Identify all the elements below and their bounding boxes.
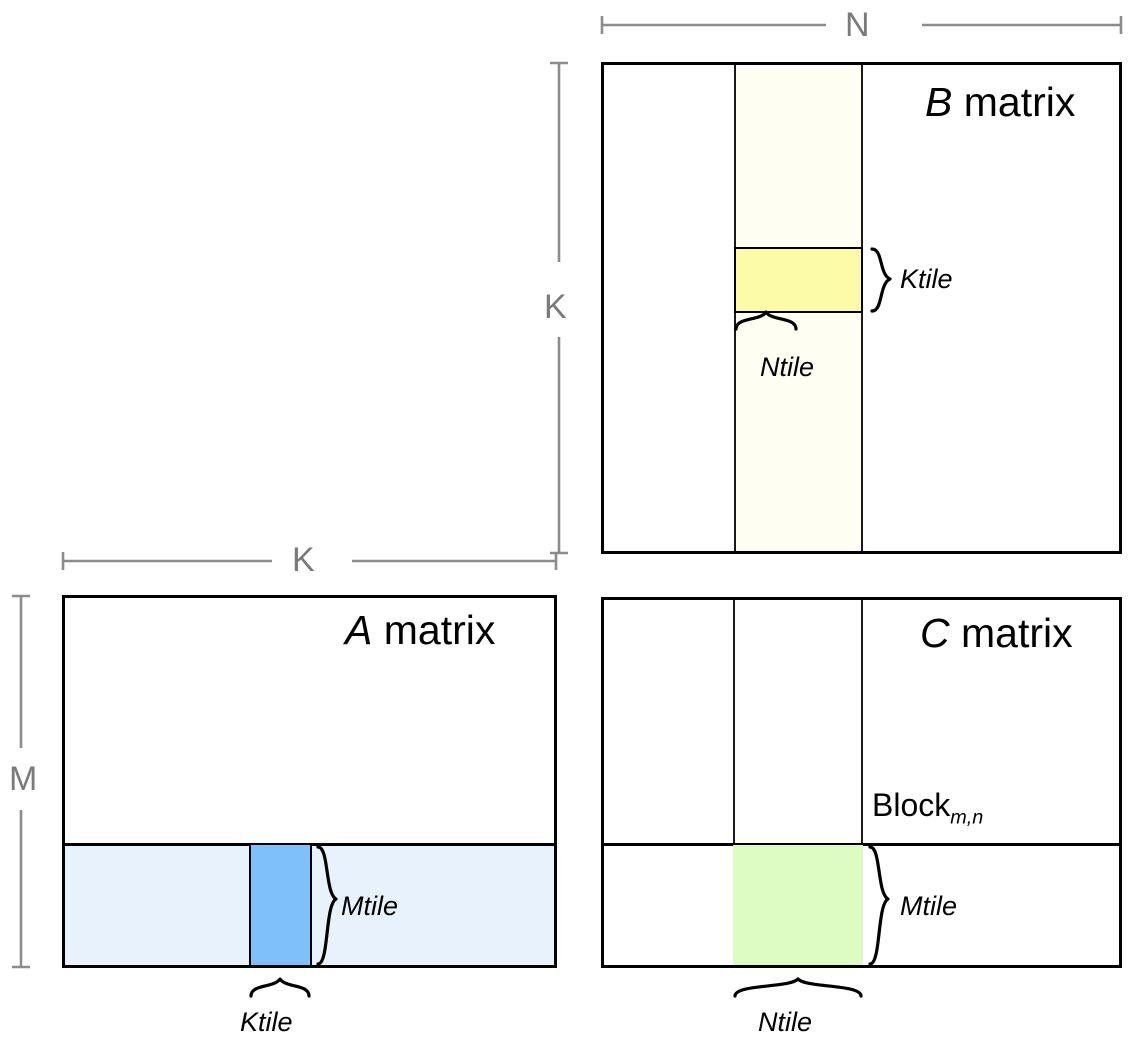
c-block-label-base: Block — [872, 787, 951, 823]
b-matrix-label: B matrix — [925, 82, 1075, 123]
a-row-top-line — [65, 843, 554, 846]
dimension-label-K-vertical: K — [544, 288, 567, 326]
a-matrix-label-letter: A — [345, 607, 373, 653]
b-ntile-label: Ntile — [760, 352, 815, 382]
c-block-label: Blockm,n — [872, 789, 983, 828]
b-ktile-ntile-tile — [734, 247, 863, 313]
b-matrix-label-letter: B — [925, 79, 953, 125]
brace-c-ntile — [733, 977, 863, 998]
brace-a-ktile — [249, 977, 311, 998]
c-block-label-subscript: m,n — [950, 806, 984, 829]
c-ntile-label: Ntile — [758, 1007, 813, 1037]
c-row-top-line — [604, 843, 1119, 846]
c-matrix-label: C matrix — [920, 613, 1073, 654]
a-matrix-label: A matrix — [345, 610, 495, 651]
c-matrix-label-suffix: matrix — [949, 610, 1073, 656]
a-matrix-label-suffix: matrix — [372, 607, 496, 653]
dimension-label-M: M — [9, 760, 38, 798]
c-mtile-label: Mtile — [900, 891, 958, 921]
dimension-label-N: N — [845, 6, 870, 44]
b-matrix-label-suffix: matrix — [952, 79, 1076, 125]
a-mtile-label: Mtile — [341, 891, 399, 921]
a-ktile-mtile-tile — [249, 845, 312, 965]
a-ktile-label: Ktile — [240, 1007, 293, 1037]
dimension-label-K-horizontal: K — [292, 541, 315, 579]
b-ktile-label: Ktile — [900, 264, 953, 294]
c-matrix-label-letter: C — [920, 610, 950, 656]
c-mtile-ntile-tile — [733, 845, 863, 965]
c-column-right-line — [861, 600, 863, 965]
c-column-left-line — [733, 600, 735, 965]
